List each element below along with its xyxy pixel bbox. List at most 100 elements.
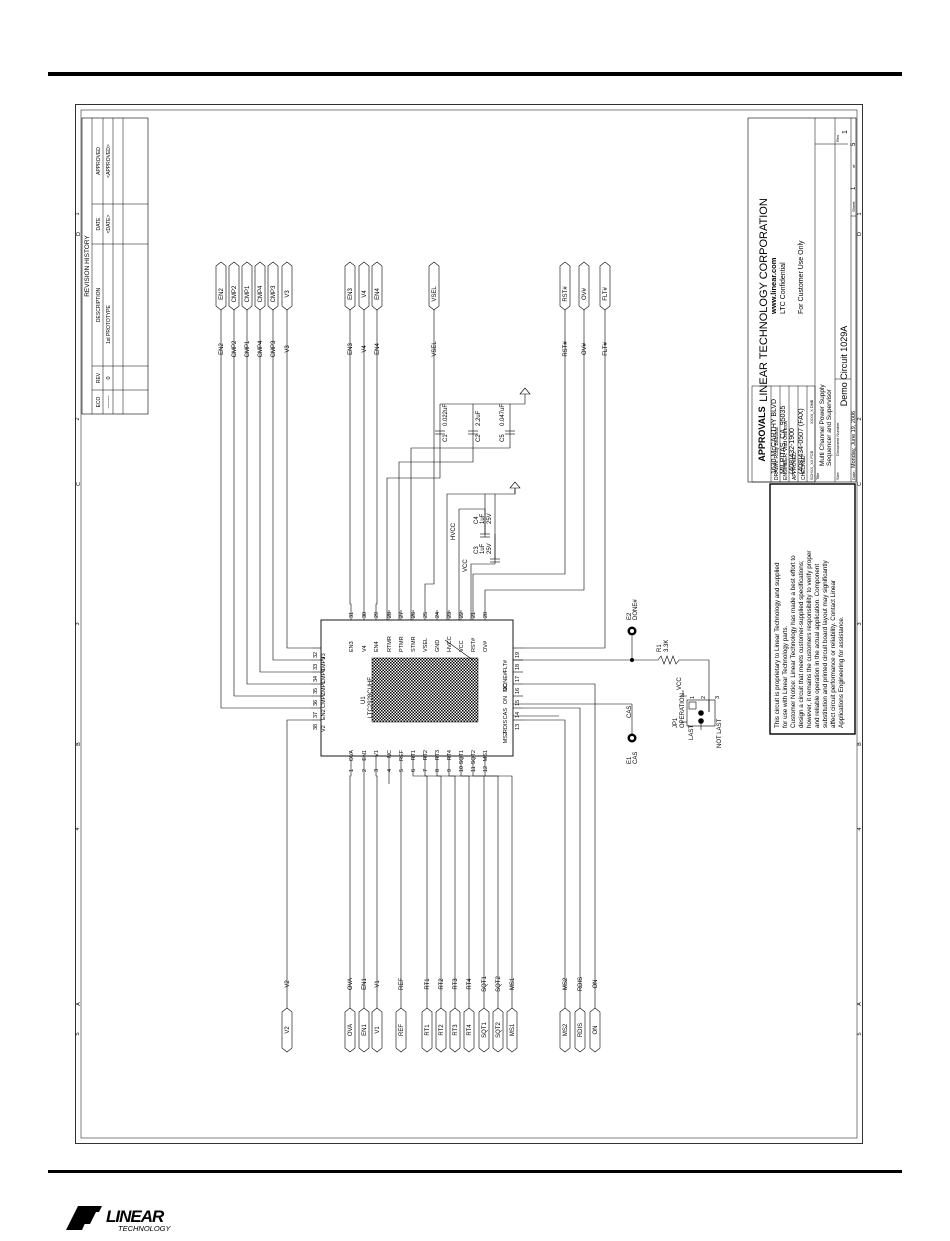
title-line2: Sequencer and Supervisor (826, 388, 833, 466)
net-label: MS2 (563, 977, 569, 990)
c4-ref: C4 (474, 516, 480, 524)
ic-pin-number: 7 (423, 769, 429, 772)
ic-pin-name: RST# (471, 637, 477, 652)
connector-bottom-rt4 (463, 1007, 475, 1053)
ic-pin-number: 33 (313, 664, 319, 670)
connector-top-ov-n (578, 261, 590, 311)
ic-pin-name: CAS (503, 708, 509, 720)
connector-bottom-ms2 (559, 1007, 571, 1053)
ic-pin-name: V1 (374, 750, 380, 757)
sheet-label: Sheet (851, 201, 856, 212)
ic-pin-number: 23 (447, 612, 453, 618)
title-line1: Multi Channel Power Supply (819, 384, 826, 466)
sheet-value: 1 (851, 186, 857, 190)
ic-exposed-pad (371, 657, 479, 723)
ic-pin-number: 2 (362, 769, 368, 772)
net-label: RT2 (439, 978, 445, 990)
rev-label: Rev (835, 135, 840, 142)
c5-ref: C5 (500, 434, 506, 442)
net-label: CMP1 (245, 340, 251, 357)
jp1-vcc-label: VCC (677, 677, 683, 690)
net-label: FLT# (603, 342, 609, 356)
notice-line-1: This circuit is proprietary to Linear Te… (774, 562, 781, 728)
ic-pin-name: NC (503, 684, 509, 692)
connector-bottom-sqt1 (478, 1007, 490, 1053)
title-label: Title (815, 472, 820, 480)
connector-bottom-rt1 (421, 1007, 433, 1053)
ic-pin-name: NC (387, 750, 393, 758)
ic-pin-number: 29 (374, 612, 380, 618)
connector-bottom-v1 (371, 1007, 383, 1053)
connector-label: VSEL (432, 286, 438, 302)
ic-pin-name: OVA (349, 750, 355, 762)
net-label: ON (593, 980, 599, 989)
ic-pin-name: MS1 (483, 750, 489, 761)
ic-pin-number: 36 (313, 700, 319, 706)
border-number: 1 (75, 212, 81, 215)
rev-header-approved: APPROVED (96, 147, 102, 175)
ic-pin-number: 30 (362, 612, 368, 618)
ic-pin-name: SQT1 (459, 750, 465, 764)
connector-bottom-rt2 (435, 1007, 447, 1053)
rev-header-rev: REV (96, 372, 102, 383)
ic-pin-name: DONE# (503, 671, 509, 691)
border-letter: D (76, 232, 82, 236)
net-label: CMP2 (232, 340, 238, 357)
c2-value: 2.2uF (476, 410, 482, 426)
revision-history-title: REVISION HISTORY (84, 235, 91, 297)
net-label: RT1 (425, 978, 431, 990)
c3-value: 1uF (480, 543, 486, 554)
rev-row-date: <DATE> (106, 215, 112, 234)
rev-header-description: DESCRIPTION (96, 288, 102, 323)
ic-pin-number: 31 (349, 612, 355, 618)
connector-bottom-rdis (574, 1007, 586, 1053)
ic-pins: 31EN330V429EN428RTMR27PTMR26STMR25VSEL24… (311, 610, 523, 772)
connector-label: FLT# (603, 287, 609, 301)
customer-notice-box: This circuit is proprietary to Linear Te… (769, 483, 856, 735)
approvals-approved: APPROVED: (792, 451, 798, 480)
connector-label: OV# (582, 287, 588, 300)
ic-pin-name: EN1 (362, 750, 368, 761)
connector-top-v3 (281, 261, 293, 311)
ic-pin-name: EN2 (321, 709, 327, 720)
net-label: CMP4 (258, 340, 264, 357)
notice-line-3: Customer Notice: Linear Technology has m… (790, 555, 797, 728)
e1-ref: E1 (627, 756, 633, 764)
ic-pin-name: RT1 (411, 750, 417, 760)
notice-line-2: for use with Linear Technology parts. (782, 625, 789, 728)
jp1-pin2: 2 (701, 696, 707, 699)
ic-pin-number: 38 (313, 724, 319, 730)
ic-pin-name: HVCC (447, 636, 453, 652)
logo-subtext: TECHNOLOGY (118, 1224, 172, 1233)
approvals-title: APPROVALS (757, 406, 767, 461)
of-label: of (851, 164, 856, 168)
border-number: 3 (75, 622, 81, 625)
ic-pin-name: CMP3 (321, 657, 327, 672)
ic-pin-number: 8 (435, 769, 441, 772)
company-fax: (408)434-0507 (FAX) (798, 408, 805, 474)
ic-ref: U1 (361, 696, 367, 704)
connector-label: ON (593, 1026, 599, 1035)
doc-label: Document Number (835, 422, 840, 456)
ic-pin-number: 34 (313, 676, 319, 682)
connector-label: EN1 (362, 1024, 368, 1036)
ic-pin-number: 26 (411, 612, 417, 618)
done-junction (630, 658, 634, 662)
logo-text: LINEAR (106, 1207, 165, 1226)
connector-label: RT1 (425, 1024, 431, 1036)
connector-label: CMP2 (232, 285, 238, 302)
ic-pin-number: 17 (515, 676, 521, 682)
border-number: 3 (857, 622, 863, 625)
border-letter: B (76, 742, 82, 746)
connector-label: SQT2 (496, 1022, 502, 1038)
c4-voltage: 25V (487, 513, 493, 524)
supply-capacitors (446, 481, 521, 620)
ic-part: LTC2928CUHF (368, 677, 374, 718)
connector-top-rst-n (559, 261, 571, 311)
title-block: LINEAR TECHNOLOGY CORPORATION 1630 McCAR… (747, 117, 857, 483)
approvals-checked: CHECKED: (801, 454, 807, 480)
border-number: 4 (857, 827, 863, 830)
connector-top-cmp3 (267, 261, 279, 311)
connector-label: MS2 (563, 1023, 569, 1036)
ic-pin-number: 11 (471, 766, 477, 772)
